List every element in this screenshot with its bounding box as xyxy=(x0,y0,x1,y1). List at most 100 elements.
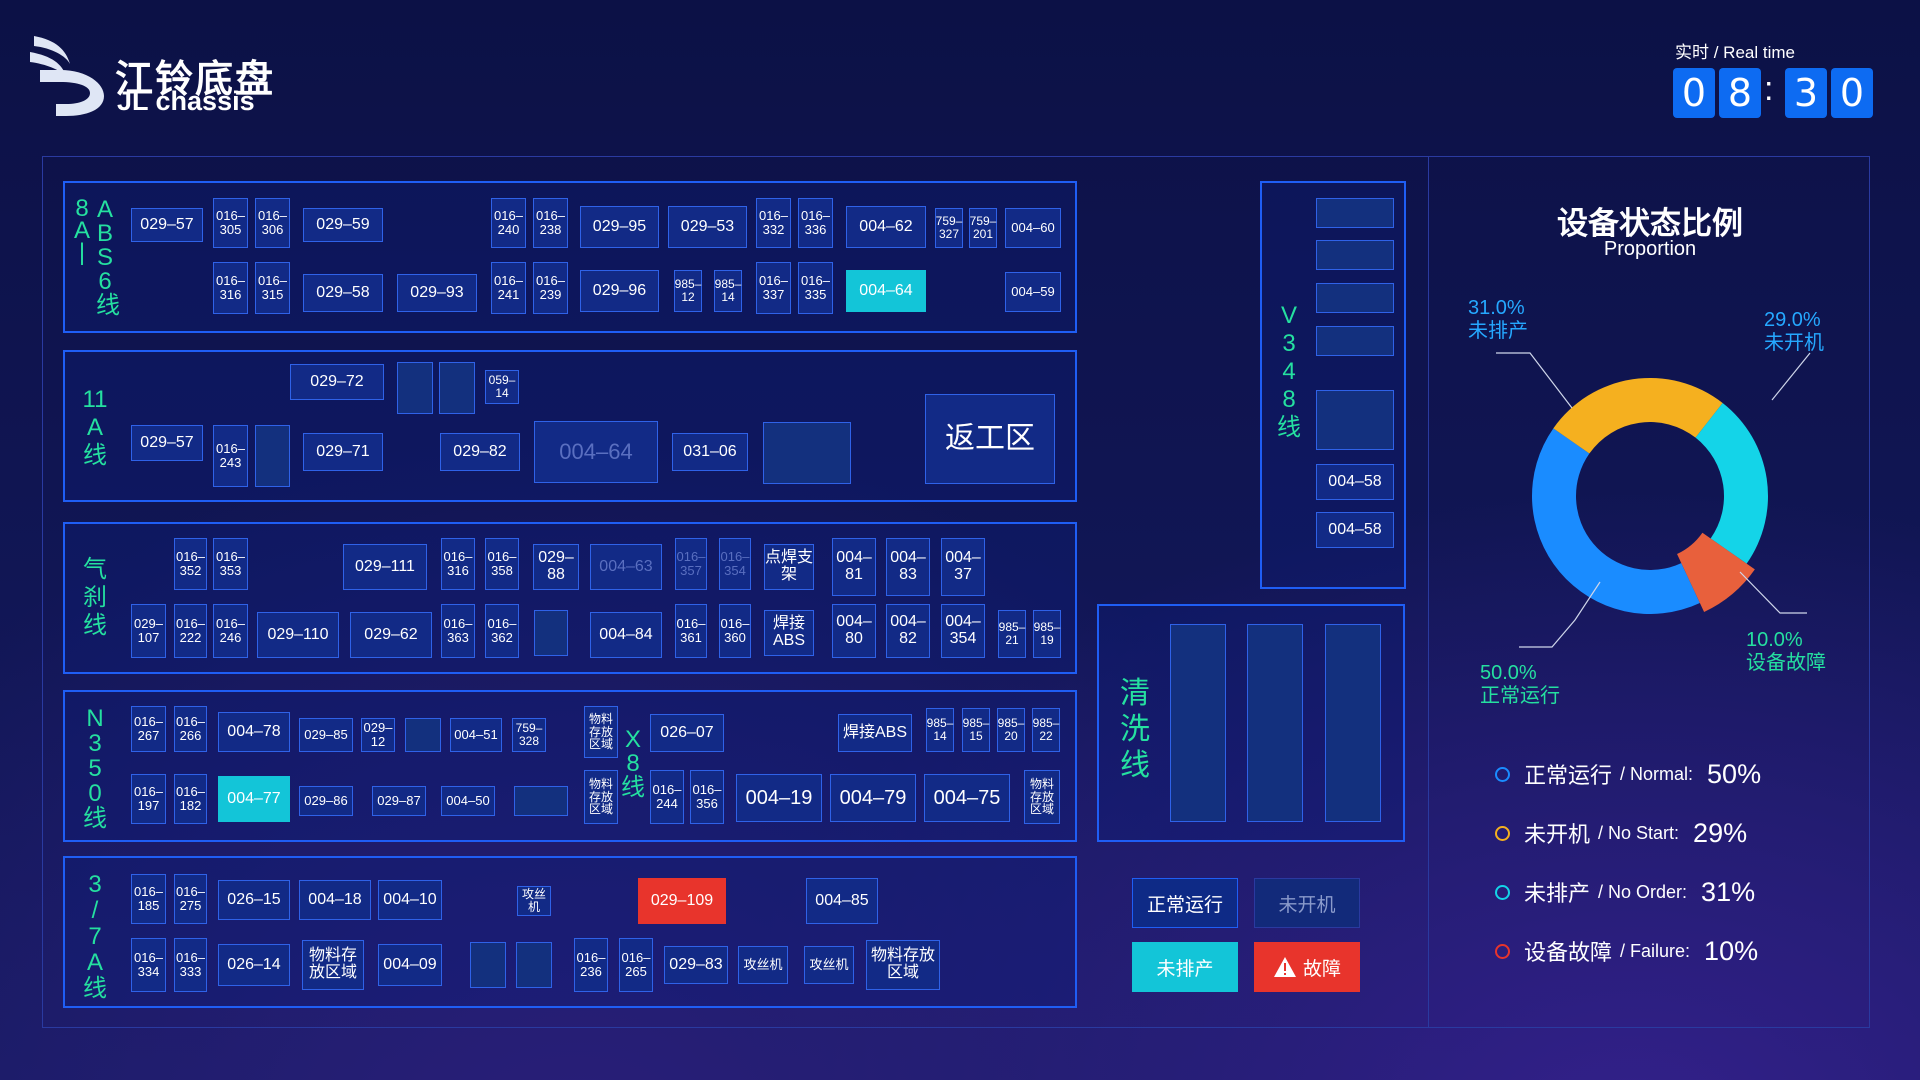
empty-station[interactable] xyxy=(470,942,506,988)
station-cell[interactable]: 攻丝机 xyxy=(517,886,551,916)
station-cell-inactive[interactable]: 004–64 xyxy=(534,421,658,483)
status-nostart-button[interactable]: 未开机 xyxy=(1254,878,1360,928)
station-cell[interactable]: 985–14 xyxy=(714,270,742,312)
wash-tank[interactable] xyxy=(1170,624,1226,822)
empty-station[interactable] xyxy=(1316,240,1394,270)
station-cell[interactable]: 029–85 xyxy=(299,718,353,752)
empty-station[interactable] xyxy=(1316,283,1394,313)
station-cell[interactable]: 攻丝机 xyxy=(738,946,788,984)
station-cell[interactable]: 029–83 xyxy=(664,946,728,984)
station-cell[interactable]: 985–12 xyxy=(674,270,702,312)
station-cell[interactable]: 016–316 xyxy=(213,262,248,314)
station-cell[interactable]: 029–107 xyxy=(131,604,166,658)
station-cell[interactable]: 016–182 xyxy=(174,774,207,824)
station-cell[interactable]: 985–14 xyxy=(926,708,954,752)
station-cell[interactable]: 016–185 xyxy=(131,874,166,924)
station-cell[interactable]: 016–335 xyxy=(798,262,833,314)
station-cell[interactable]: 759–327 xyxy=(935,208,963,248)
station-cell[interactable]: 029–111 xyxy=(343,544,427,590)
station-cell[interactable]: 点焊支架 xyxy=(764,544,814,590)
station-cell[interactable]: 004–37 xyxy=(941,538,985,596)
station-cell-active[interactable]: 004–77 xyxy=(218,776,290,822)
station-cell[interactable]: 016–352 xyxy=(174,538,207,590)
station-cell[interactable]: 焊接ABS xyxy=(838,714,912,752)
station-cell[interactable]: 004–80 xyxy=(832,604,876,658)
empty-station[interactable] xyxy=(405,718,441,752)
station-cell[interactable]: 029–88 xyxy=(533,544,579,590)
empty-station[interactable] xyxy=(763,422,851,484)
station-cell[interactable]: 016–363 xyxy=(441,604,475,658)
empty-station[interactable] xyxy=(439,362,475,414)
station-cell[interactable]: 004–18 xyxy=(299,880,371,920)
station-cell-fault[interactable]: 029–109 xyxy=(638,878,726,924)
station-cell-active[interactable]: 004–64 xyxy=(846,270,926,312)
station-cell[interactable]: 029–93 xyxy=(397,274,477,312)
station-cell[interactable]: 004–354 xyxy=(941,604,985,658)
station-cell[interactable]: 016–336 xyxy=(798,198,833,248)
station-cell[interactable]: 985–15 xyxy=(962,708,990,752)
storage-area[interactable]: 物料存放区域 xyxy=(1024,770,1060,824)
station-cell[interactable]: 016–305 xyxy=(213,198,248,248)
station-cell[interactable]: 016–197 xyxy=(131,774,166,824)
station-cell[interactable]: 004–10 xyxy=(378,880,442,920)
station-cell[interactable]: 016–275 xyxy=(174,874,207,924)
station-cell[interactable]: 004–58 xyxy=(1316,512,1394,548)
station-cell[interactable]: 004–78 xyxy=(218,712,290,752)
station-cell[interactable]: 焊接ABS xyxy=(764,610,814,656)
status-failure-button[interactable]: 故障 xyxy=(1254,942,1360,992)
station-cell[interactable]: 029–53 xyxy=(668,206,747,248)
wash-tank[interactable] xyxy=(1325,624,1381,822)
station-cell[interactable]: 016–238 xyxy=(533,198,568,248)
empty-station[interactable] xyxy=(514,786,568,816)
station-cell[interactable]: 026–14 xyxy=(218,944,290,986)
station-cell[interactable]: 029–95 xyxy=(580,206,659,248)
station-cell[interactable]: 029–62 xyxy=(350,612,432,658)
station-cell[interactable]: 029–110 xyxy=(257,612,339,658)
empty-station[interactable] xyxy=(397,362,433,414)
station-cell[interactable]: 059–14 xyxy=(485,370,519,404)
storage-area[interactable]: 物料存放区域 xyxy=(302,940,364,990)
station-cell[interactable]: 016–266 xyxy=(174,706,207,752)
station-cell[interactable]: 985–20 xyxy=(997,708,1025,752)
station-cell[interactable]: 004–84 xyxy=(590,612,662,658)
station-cell[interactable]: 016–334 xyxy=(131,938,166,992)
empty-station[interactable] xyxy=(1316,198,1394,228)
station-cell[interactable]: 031–06 xyxy=(672,433,748,471)
station-cell[interactable]: 026–07 xyxy=(650,714,724,752)
station-cell[interactable]: 016–315 xyxy=(255,262,290,314)
station-cell[interactable]: 004–60 xyxy=(1005,208,1061,248)
station-cell[interactable]: 029–87 xyxy=(372,786,426,816)
station-cell[interactable]: 016–332 xyxy=(756,198,791,248)
station-cell[interactable]: 016–246 xyxy=(213,604,248,658)
station-cell[interactable]: 029–86 xyxy=(299,786,353,816)
station-cell[interactable]: 004–51 xyxy=(450,718,502,752)
wash-tank[interactable] xyxy=(1247,624,1303,822)
station-cell[interactable]: 016–236 xyxy=(574,938,608,992)
station-cell[interactable]: 016–361 xyxy=(675,604,707,658)
empty-station[interactable] xyxy=(516,942,552,988)
station-cell[interactable]: 004–81 xyxy=(832,538,876,596)
station-cell[interactable]: 004–82 xyxy=(886,604,930,658)
station-cell[interactable]: 004–62 xyxy=(846,206,926,248)
station-cell[interactable]: 029–96 xyxy=(580,270,659,312)
status-noorder-button[interactable]: 未排产 xyxy=(1132,942,1238,992)
station-cell[interactable]: 016–243 xyxy=(213,425,248,487)
station-cell[interactable]: 016–353 xyxy=(213,538,248,590)
station-cell[interactable]: 004–85 xyxy=(806,878,878,924)
status-normal-button[interactable]: 正常运行 xyxy=(1132,878,1238,928)
station-cell[interactable]: 016–362 xyxy=(485,604,519,658)
station-cell[interactable]: 016–337 xyxy=(756,262,791,314)
empty-station[interactable] xyxy=(1316,326,1394,356)
station-cell[interactable]: 016–333 xyxy=(174,938,207,992)
station-cell[interactable]: 016–265 xyxy=(619,938,653,992)
station-cell[interactable]: 759–201 xyxy=(969,208,997,248)
station-cell[interactable]: 029–72 xyxy=(290,364,384,400)
station-cell[interactable]: 004–58 xyxy=(1316,464,1394,500)
station-cell[interactable]: 016–360 xyxy=(719,604,751,658)
station-cell[interactable]: 029–57 xyxy=(131,208,203,242)
station-cell[interactable]: 026–15 xyxy=(218,880,290,920)
station-cell[interactable]: 016–240 xyxy=(491,198,526,248)
station-cell[interactable]: 759–328 xyxy=(512,718,546,752)
station-cell[interactable]: 004–75 xyxy=(924,774,1010,822)
station-cell[interactable]: 016–241 xyxy=(491,262,526,314)
